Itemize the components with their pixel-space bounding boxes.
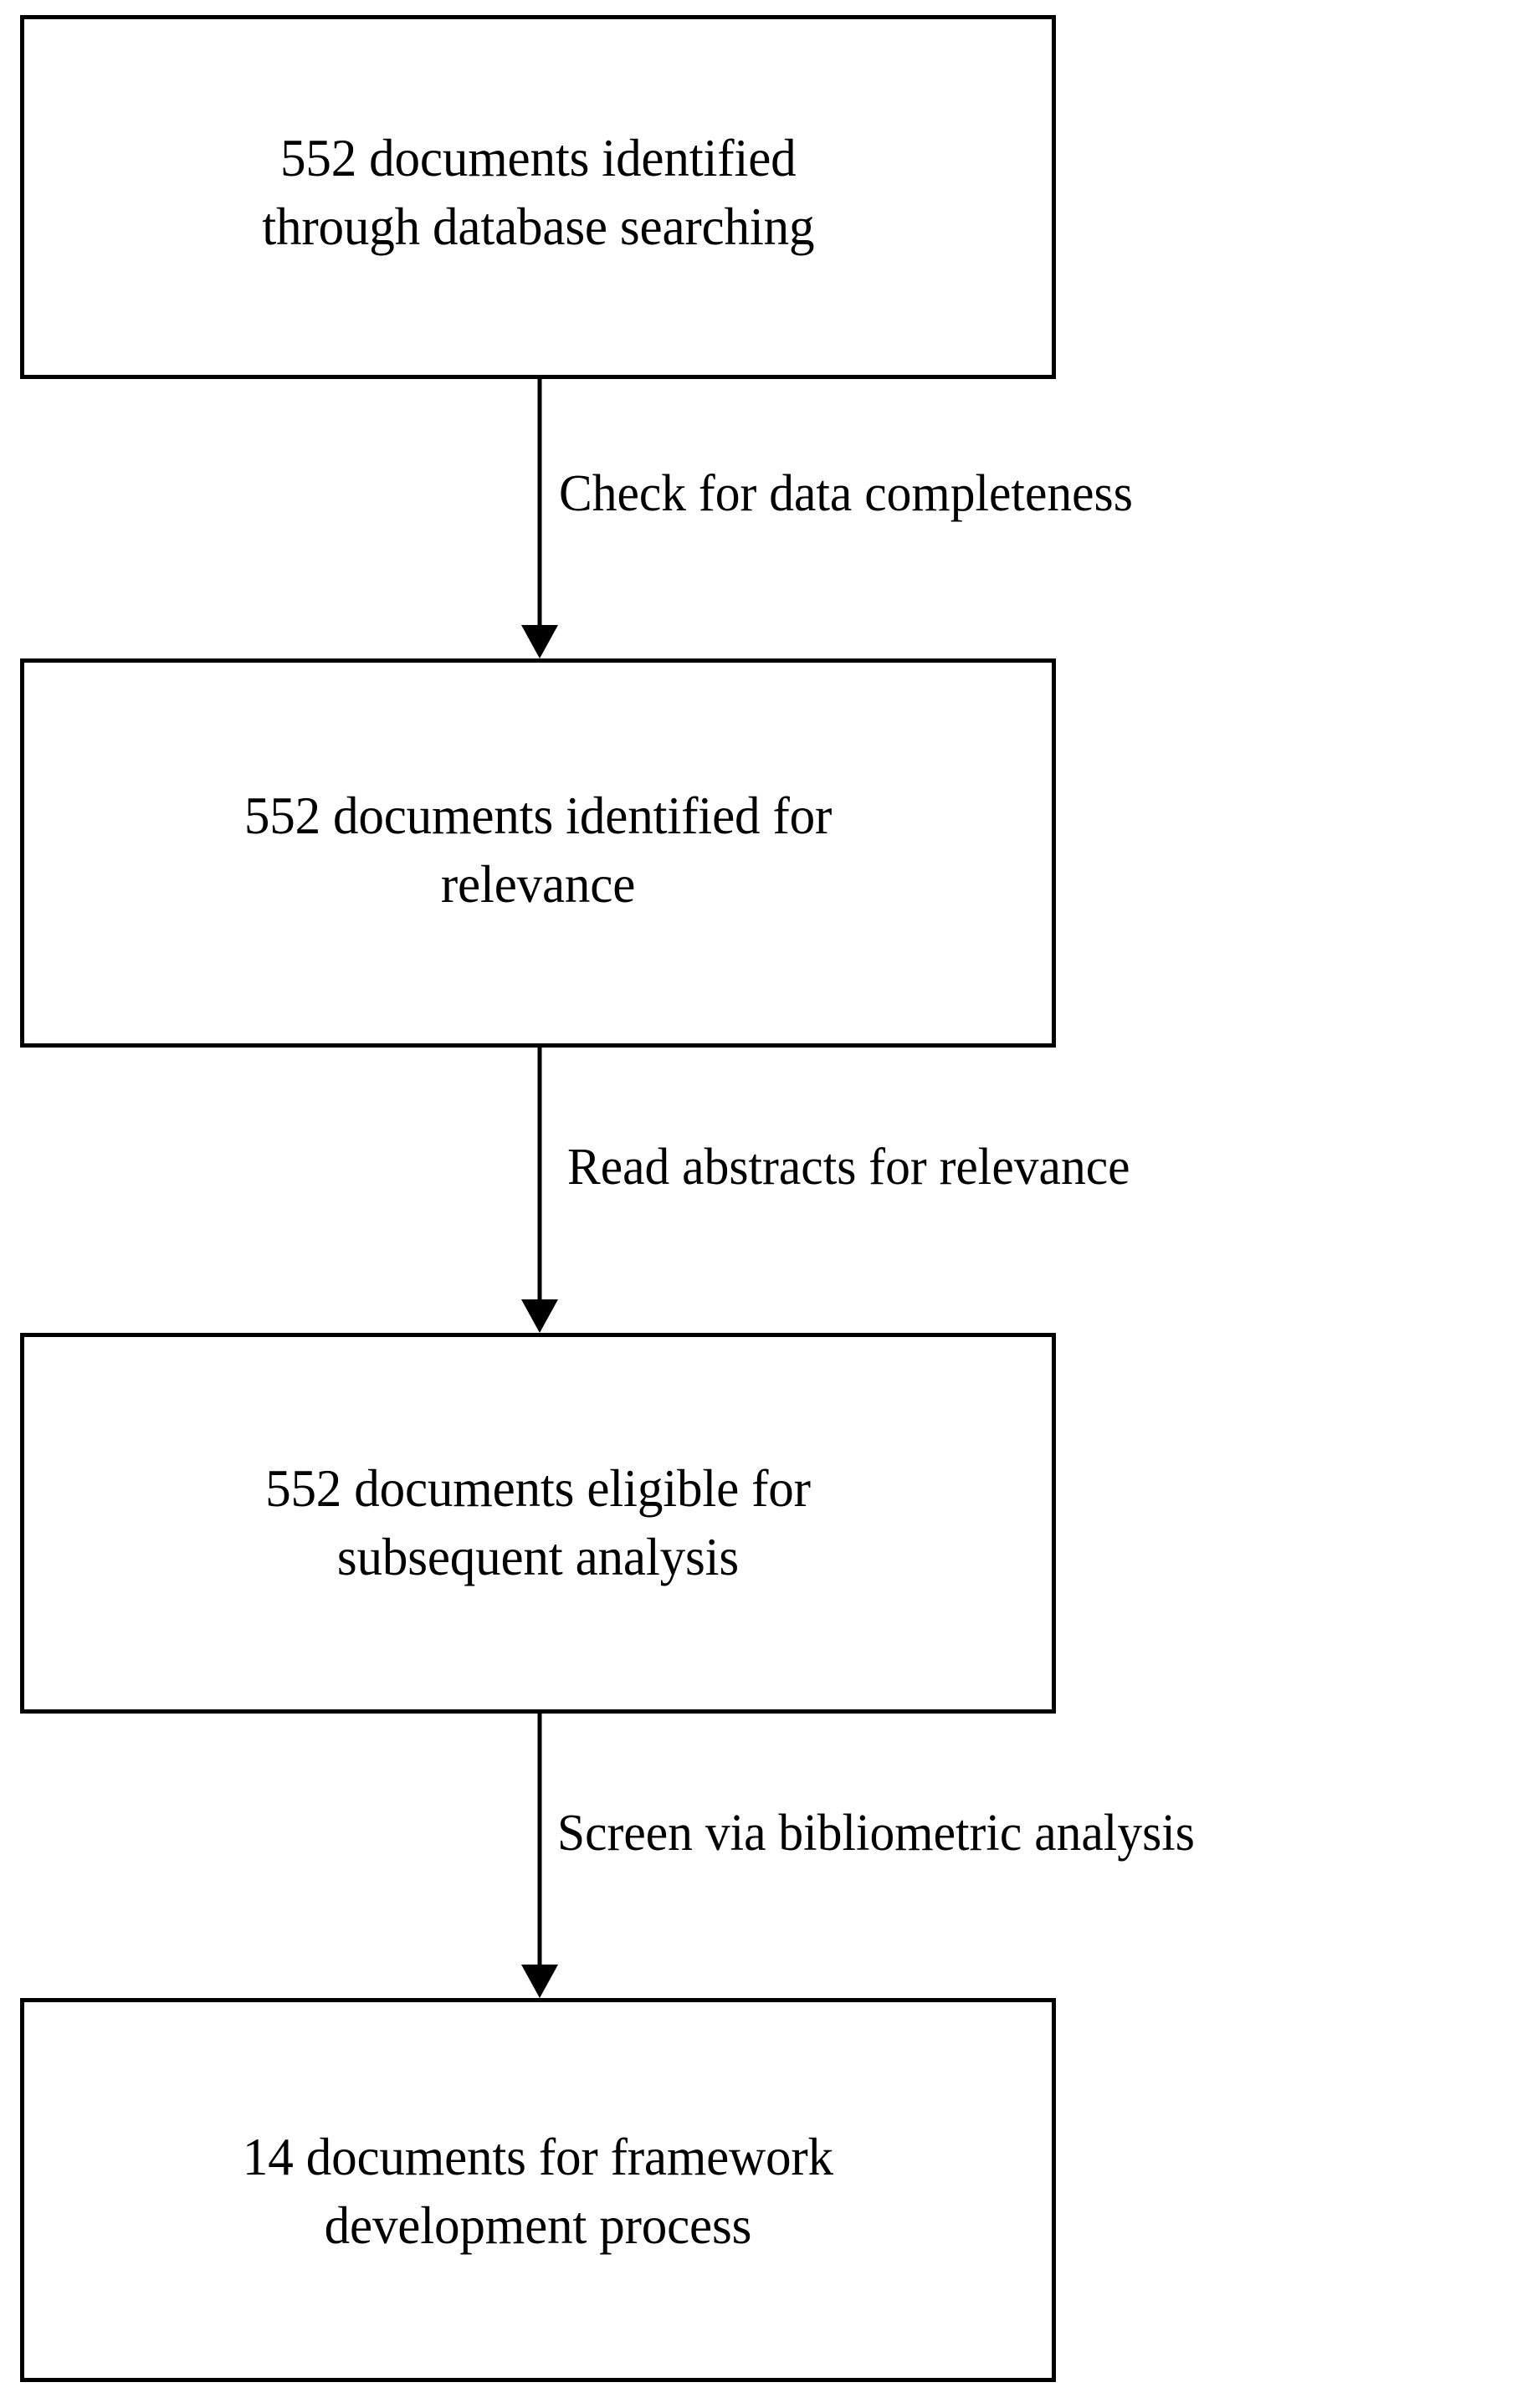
flow-node-identified-relevance: 552 documents identified for relevance [20,658,1056,1048]
flow-connector-2: Read abstracts for relevance [0,1048,1532,1333]
flow-connector-1: Check for data completeness [0,379,1532,658]
flow-connector-label: Check for data completeness [559,465,1133,522]
flow-node-label: 552 documents eligible for subsequent an… [265,1458,811,1586]
flow-connector-3: Screen via bibliometric analysis [0,1714,1532,1998]
arrow-down-icon [521,1048,558,1333]
flow-node-label: 552 documents identified for relevance [243,786,833,914]
flow-connector-label: Screen via bibliometric analysis [557,1805,1195,1862]
flow-node-identified-database: 552 documents identified through databas… [20,15,1056,379]
flow-node-framework-development: 14 documents for framework development p… [20,1998,1056,2382]
flow-node-eligible-subsequent-analysis: 552 documents eligible for subsequent an… [20,1333,1056,1714]
arrow-down-icon [521,379,558,658]
flow-node-label: 552 documents identified through databas… [261,128,815,256]
flow-node-label: 14 documents for framework development p… [242,2127,833,2255]
arrow-down-icon [521,1714,558,1998]
flow-connector-label: Read abstracts for relevance [567,1139,1130,1196]
